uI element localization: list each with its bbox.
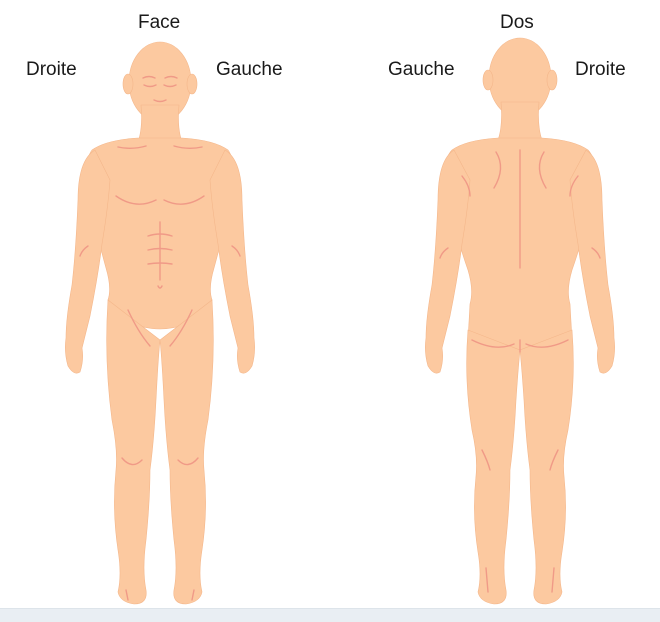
back-left-leg[interactable] xyxy=(467,330,520,604)
front-right-ear xyxy=(123,74,133,94)
back-left-ear xyxy=(483,70,493,90)
back-neck[interactable] xyxy=(498,102,542,140)
front-neck[interactable] xyxy=(138,105,182,142)
footer-bar xyxy=(0,608,660,622)
front-right-leg[interactable] xyxy=(107,300,160,604)
front-left-leg[interactable] xyxy=(160,300,213,604)
front-right-arm[interactable] xyxy=(65,150,110,373)
back-left-arm[interactable] xyxy=(425,150,470,373)
back-right-leg[interactable] xyxy=(520,330,573,604)
back-body-figure[interactable] xyxy=(330,0,660,610)
back-right-ear xyxy=(547,70,557,90)
front-body-figure[interactable] xyxy=(0,0,330,610)
back-right-arm[interactable] xyxy=(570,150,615,373)
front-left-ear xyxy=(187,74,197,94)
front-left-arm[interactable] xyxy=(210,150,255,373)
